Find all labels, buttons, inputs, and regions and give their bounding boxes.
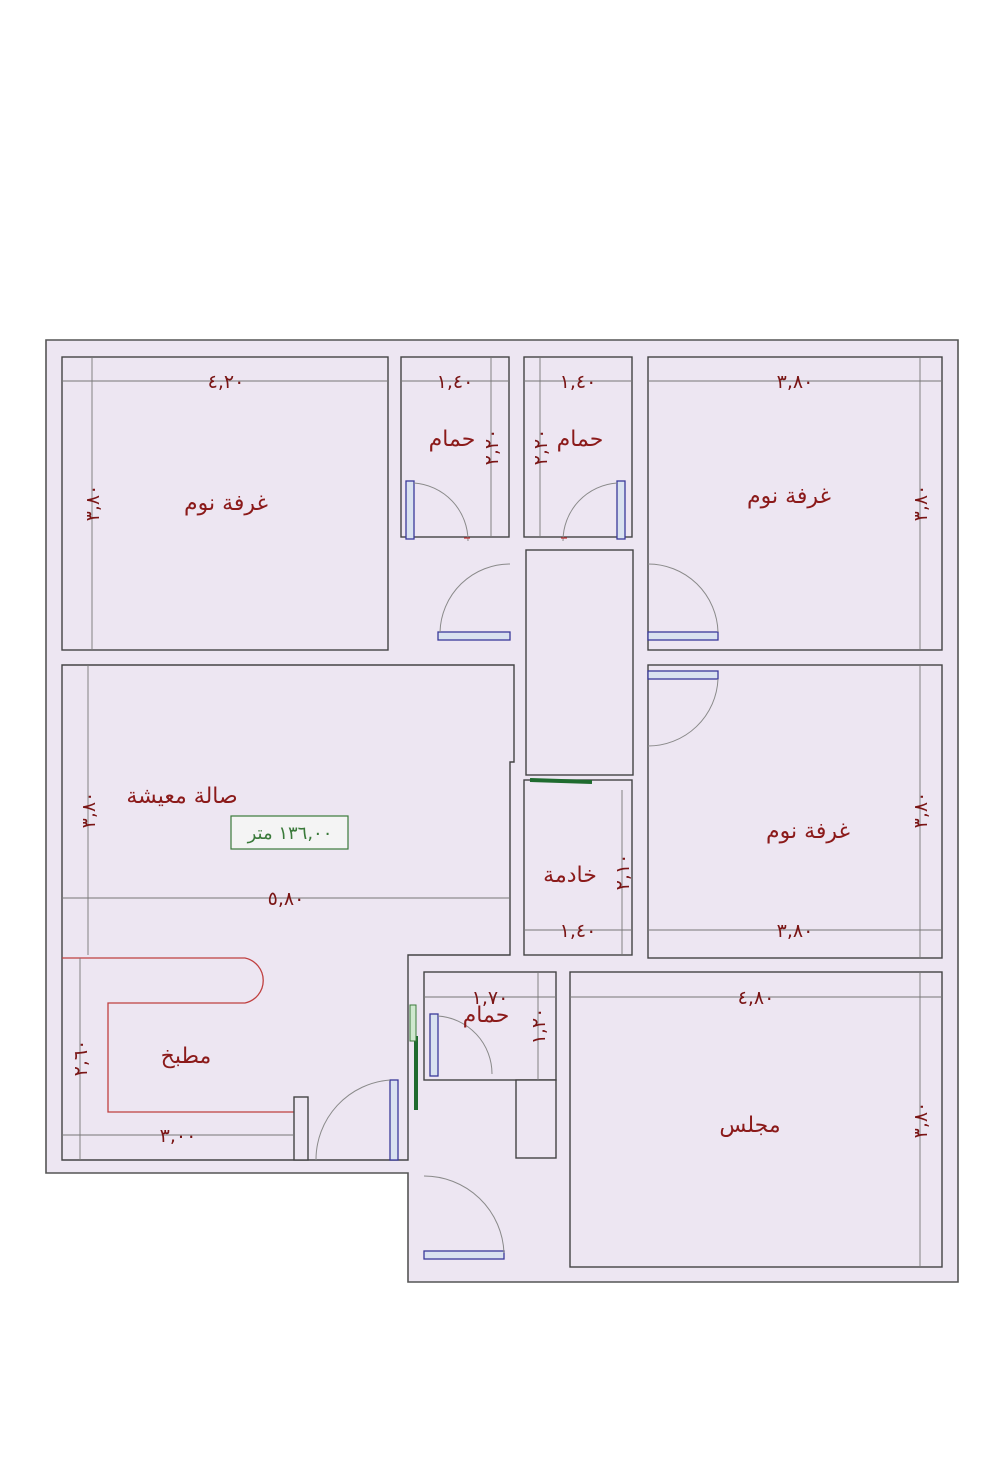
dim-living-h: ٣,٨٠ — [78, 792, 100, 829]
door-bedroom-top-left[interactable] — [437, 563, 511, 641]
kitchen-counter — [62, 957, 294, 1113]
dim-bath-3-w: ١,٧٠ — [472, 987, 509, 1009]
door-bath-1[interactable] — [405, 480, 470, 542]
dim-bedroom-right-w: ٣,٨٠ — [777, 920, 814, 942]
dim-bath-2-h: ٢,٢٠ — [530, 429, 552, 466]
dim-maid-w: ١,٤٠ — [560, 920, 597, 942]
room-bath-2 — [523, 356, 633, 538]
room-bath-3 — [423, 971, 557, 1081]
area-box — [230, 815, 349, 850]
stair-box — [515, 1079, 557, 1159]
dim-bedroom-top-right-h: ٣,٨٠ — [910, 485, 932, 522]
corridor-core — [525, 549, 634, 776]
door-main-entry[interactable] — [423, 1175, 505, 1260]
label-maid: خادمة — [543, 863, 597, 888]
label-bedroom-top-left: غرفة نوم — [184, 491, 268, 516]
dim-majlis-w: ٤,٨٠ — [738, 987, 775, 1009]
kitchen-pillar — [293, 1096, 309, 1161]
label-bath-3: حمام — [463, 1003, 510, 1028]
dim-bedroom-top-right-w: ٣,٨٠ — [777, 371, 814, 393]
dimension-lines — [62, 357, 942, 1267]
dim-bedroom-right-h: ٣,٨٠ — [910, 792, 932, 829]
dim-bath-1-h: ٢,٢٠ — [481, 429, 503, 466]
area-label: ١٣٦,٠٠ متر — [247, 823, 333, 844]
entry-glass — [409, 1004, 417, 1042]
label-living: صالة معيشة — [126, 784, 237, 809]
dim-bath-2-w: ١,٤٠ — [560, 371, 597, 393]
door-bath-2[interactable] — [561, 480, 626, 542]
room-bedroom-right — [647, 664, 943, 959]
label-majlis: مجلس — [719, 1113, 780, 1138]
dim-bath-3-h: ١,٢٠ — [528, 1008, 550, 1045]
dim-majlis-h: ٣,٨٠ — [910, 1102, 932, 1139]
door-bedroom-right[interactable] — [647, 670, 719, 747]
label-bedroom-right: غرفة نوم — [766, 819, 850, 844]
dim-bedroom-top-left-w: ٤,٢٠ — [208, 371, 245, 393]
room-bedroom-top-left — [61, 356, 389, 651]
room-maid — [523, 779, 633, 956]
label-bedroom-top-right: غرفة نوم — [747, 484, 831, 509]
label-kitchen: مطبخ — [161, 1044, 212, 1069]
label-bath-2: حمام — [557, 427, 604, 452]
dim-bath-1-w: ١,٤٠ — [437, 371, 474, 393]
dim-living-w: ٥,٨٠ — [268, 888, 305, 910]
dim-kitchen-h: ٢,٦٠ — [70, 1040, 92, 1077]
door-bath-3[interactable] — [429, 1013, 493, 1077]
dim-maid-h: ٢,١٠ — [612, 854, 634, 891]
room-bedroom-top-right — [647, 356, 943, 651]
label-bath-1: حمام — [429, 427, 476, 452]
maid-partition — [529, 778, 593, 784]
room-majlis — [569, 971, 943, 1268]
room-living — [61, 664, 515, 1161]
door-kitchen-entry[interactable] — [315, 1079, 399, 1161]
dim-kitchen-w: ٣,٠٠ — [160, 1125, 197, 1147]
door-bedroom-top-right[interactable] — [647, 563, 719, 641]
dim-bedroom-top-left-h: ٣,٨٠ — [82, 485, 104, 522]
